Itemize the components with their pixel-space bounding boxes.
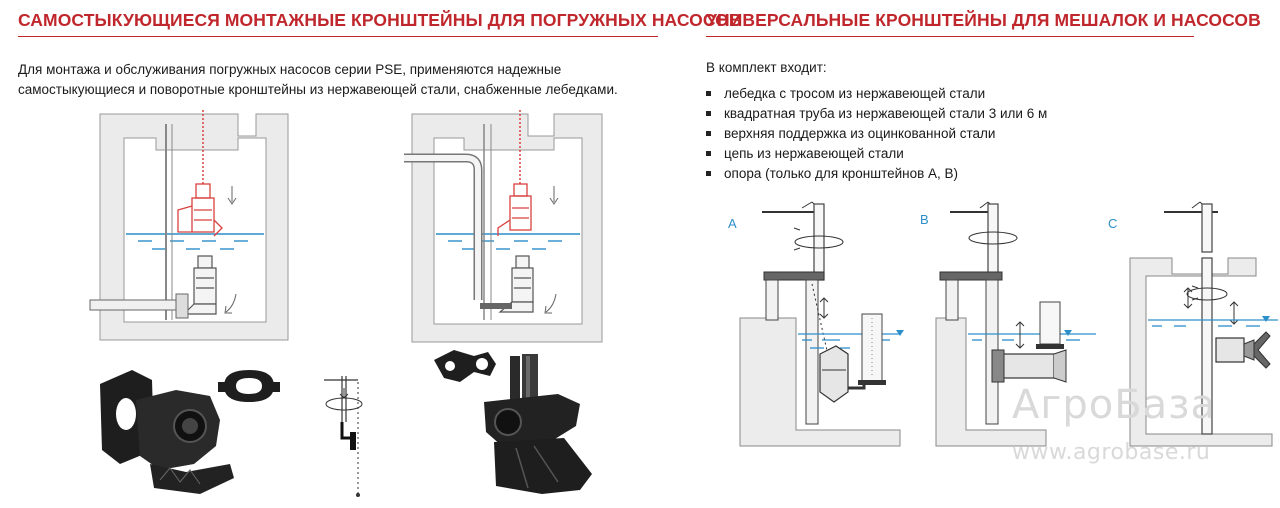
mixer-bracket-diagram-a bbox=[739, 201, 904, 447]
bullet-icon bbox=[706, 111, 711, 116]
mixer-bracket-diagram-b bbox=[935, 201, 1096, 447]
kit-item-text: опора (только для кронштейнов А, В) bbox=[724, 166, 959, 181]
left-title-rule bbox=[18, 36, 658, 37]
kit-item: верхняя поддержка из оцинкованной стали bbox=[706, 124, 1047, 144]
bullet-icon bbox=[706, 131, 711, 136]
left-section-title: САМОСТЫКУЮЩИЕСЯ МОНТАЖНЫЕ КРОНШТЕЙНЫ ДЛЯ… bbox=[18, 10, 742, 30]
variant-label-c: C bbox=[1108, 216, 1118, 231]
bullet-icon bbox=[706, 171, 711, 176]
docking-bracket-photo bbox=[100, 370, 234, 494]
kit-item-text: лебедка с тросом из нержавеющей стали bbox=[724, 86, 986, 101]
pit-diagram-swivel bbox=[404, 110, 603, 343]
right-section-title: УНИВЕРСАЛЬНЫЕ КРОНШТЕЙНЫ ДЛЯ МЕШАЛОК И Н… bbox=[706, 10, 1261, 30]
bullet-icon bbox=[706, 91, 711, 96]
pit-diagram-docking bbox=[89, 110, 289, 341]
kit-item-text: цепь из нержавеющей стали bbox=[724, 146, 904, 161]
kit-item: квадратная труба из нержавеющей стали 3 … bbox=[706, 104, 1047, 124]
kit-item: опора (только для кронштейнов А, В) bbox=[706, 164, 1047, 184]
right-title-rule bbox=[706, 36, 1194, 37]
kit-heading: В комплект входит: bbox=[706, 60, 827, 75]
bullet-icon bbox=[706, 151, 711, 156]
variant-label-a: A bbox=[728, 216, 737, 231]
mixer-bracket-diagram-c bbox=[1129, 201, 1278, 447]
kit-item-text: верхняя поддержка из оцинкованной стали bbox=[724, 126, 996, 141]
kit-item: лебедка с тросом из нержавеющей стали bbox=[706, 84, 1047, 104]
kit-item-text: квадратная труба из нержавеющей стали 3 … bbox=[724, 106, 1048, 121]
variant-label-b: B bbox=[920, 212, 929, 227]
swivel-coupling-photo bbox=[434, 350, 592, 494]
watermark-site: www.agrobase.ru bbox=[1012, 440, 1211, 465]
guide-claw-photo bbox=[218, 370, 280, 402]
winch-schematic bbox=[324, 376, 363, 497]
kit-item: цепь из нержавеющей стали bbox=[706, 144, 1047, 164]
watermark-brand: АгроБаза bbox=[1012, 382, 1216, 428]
intro-paragraph: Для монтажа и обслуживания погружных нас… bbox=[18, 62, 618, 97]
kit-list: лебедка с тросом из нержавеющей стали кв… bbox=[706, 84, 1047, 184]
